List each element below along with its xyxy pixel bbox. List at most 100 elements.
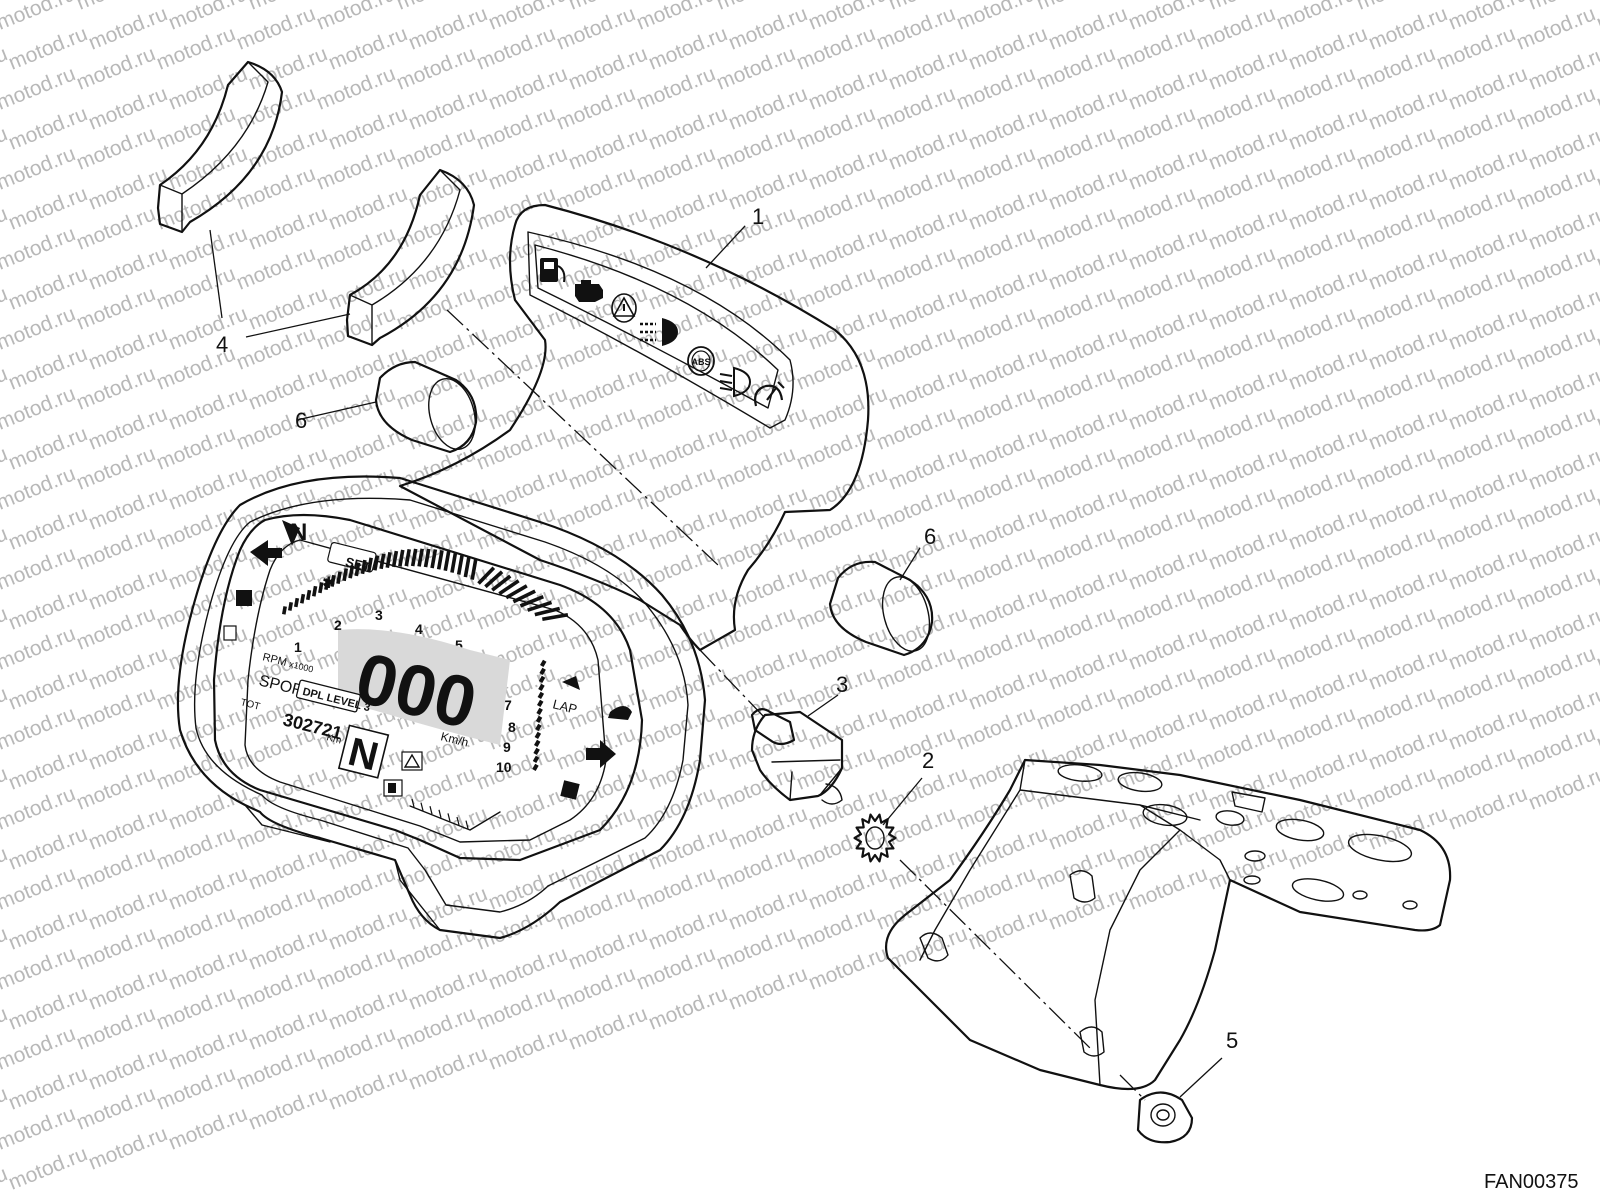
watermark-text: motod.ru (1273, 542, 1358, 594)
tach-label: 9 (503, 739, 511, 755)
watermark-text: motod.ru (1513, 2, 1598, 54)
watermark-text: motod.ru (1513, 322, 1598, 374)
watermark-text: motod.ru (485, 0, 570, 35)
watermark-text: motod.ru (85, 882, 170, 934)
watermark-text: motod.ru (633, 862, 718, 914)
watermark-text: motod.ru (713, 122, 798, 174)
tach-segment (366, 557, 373, 573)
watermark-text: motod.ru (1205, 682, 1290, 734)
watermark-text: motod.ru (873, 242, 958, 294)
rubber-pad-upper (156, 60, 284, 234)
left-status-box (223, 625, 237, 641)
watermark-text: motod.ru (725, 322, 810, 374)
watermark-text: motod.ru (1445, 382, 1530, 434)
tach-label: 1 (294, 639, 302, 655)
watermark-text: motod.ru (1513, 402, 1598, 454)
tach-segment (535, 715, 543, 723)
watermark-text: motod.ru (1513, 642, 1598, 694)
watermark-text: motod.ru (793, 22, 878, 74)
tach-segment (404, 548, 411, 567)
watermark-text: motod.ru (565, 442, 650, 494)
watermark-text: motod.ru (325, 262, 410, 314)
tach-segment (330, 574, 336, 587)
watermark-text: motod.ru (885, 682, 970, 734)
watermark-text: motod.ru (1033, 42, 1118, 94)
watermark-text: motod.ru (565, 42, 650, 94)
watermark-text: motod.ru (1273, 382, 1358, 434)
watermark-text: motod.ru (73, 602, 158, 654)
watermark-text: motod.ru (713, 442, 798, 494)
watermark-text: motod.ru (713, 922, 798, 974)
bottom-scale-tick (447, 813, 451, 822)
watermark-text: motod.ru (5, 102, 90, 154)
watermark-text: motod.ru (873, 162, 958, 214)
watermark-text: motod.ru (725, 482, 810, 534)
tach-segment (519, 594, 544, 608)
watermark-text: motod.ru (805, 302, 890, 354)
watermark-text: motod.ru (793, 582, 878, 634)
watermark-text: motod.ru (873, 882, 958, 934)
tach-label: 10 (496, 759, 512, 775)
tach-segment (287, 602, 294, 611)
watermark-text: motod.ru (805, 222, 890, 274)
watermark-text: motod.ru (73, 842, 158, 894)
watermark-text: motod.ru (1285, 22, 1370, 74)
watermark-text: motod.ru (1445, 0, 1530, 35)
watermark-text: motod.ru (1353, 202, 1438, 254)
watermark-text: motod.ru (885, 122, 970, 174)
watermark-text: motod.ru (633, 702, 718, 754)
watermark-text: motod.ru (1193, 722, 1278, 774)
watermark-text: motod.ru (313, 62, 398, 114)
watermark-text: motod.ru (165, 542, 250, 594)
right-turn-arrow-icon (586, 740, 616, 768)
watermark-text: motod.ru (805, 942, 890, 994)
watermark-text: motod.ru (1193, 802, 1278, 854)
watermark-text: motod.ru (805, 62, 890, 114)
watermark-text: motod.ru (633, 462, 718, 514)
watermark-text: motod.ru (1045, 562, 1130, 614)
watermark-text: motod.ru (565, 202, 650, 254)
watermark-text: motod.ru (1193, 482, 1278, 534)
watermark-text: motod.ru (1365, 162, 1450, 214)
watermark-text: motod.ru (393, 442, 478, 494)
watermark-text: motod.ru (5, 662, 90, 714)
watermark-text: motod.ru (805, 382, 890, 434)
watermark-text: motod.ru (153, 902, 238, 954)
figure-code: FAN00375 (1484, 1171, 1579, 1193)
tach-segment (477, 566, 496, 585)
bottom-scale-tick (456, 816, 460, 826)
tach-segment (373, 555, 380, 571)
left-indicator-column: N (223, 519, 307, 641)
watermark-text: motod.ru (1113, 102, 1198, 154)
watermark-text: motod.ru (1445, 622, 1530, 674)
watermark-text: motod.ru (713, 602, 798, 654)
left-turn-arrow-icon (250, 540, 282, 566)
tach-segment (398, 549, 405, 567)
bottom-scale-tick (438, 809, 442, 818)
watermark-text: motod.ru (485, 382, 570, 434)
watermark-text: motod.ru (1125, 302, 1210, 354)
watermark-text: motod.ru (1033, 122, 1118, 174)
watermark-text: motod.ru (805, 702, 890, 754)
watermark-text: motod.ru (165, 782, 250, 834)
watermark-text: motod.ru (1365, 82, 1450, 134)
watermark-text: motod.ru (873, 482, 958, 534)
watermark-text: motod.ru (1033, 442, 1118, 494)
watermark-text: motod.ru (1365, 482, 1450, 534)
watermark-text: motod.ru (233, 242, 318, 294)
watermark-text: motod.ru (233, 882, 318, 934)
watermark-text: motod.ru (1045, 82, 1130, 134)
watermark-text: motod.ru (645, 422, 730, 474)
watermark-text: motod.ru (953, 622, 1038, 674)
watermark-text: motod.ru (405, 1042, 490, 1094)
watermark-text: motod.ru (565, 842, 650, 894)
watermark-text: motod.ru (1125, 622, 1210, 674)
watermark-text: motod.ru (5, 1062, 90, 1114)
watermark-text: motod.ru (73, 122, 158, 174)
watermark-text: motod.ru (1433, 422, 1518, 474)
tach-segment (336, 571, 342, 585)
watermark-text: motod.ru (73, 522, 158, 574)
callout-5: 5 (1226, 1028, 1238, 1053)
watermark-text: motod.ru (245, 282, 330, 334)
watermark-text: motod.ru (325, 982, 410, 1034)
